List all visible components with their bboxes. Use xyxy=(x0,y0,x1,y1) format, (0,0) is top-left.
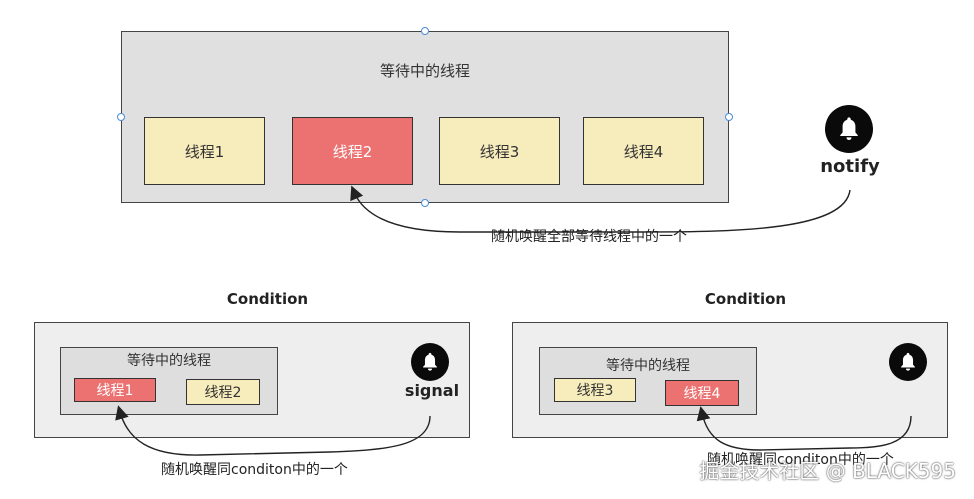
right-condition-heading: Condition xyxy=(704,290,787,308)
signal-label: signal xyxy=(404,381,460,400)
top-caption: 随机唤醒全部等待线程中的一个 xyxy=(487,226,691,246)
left-thread-2-box: 线程2 xyxy=(186,379,260,405)
watermark: 掘金技术社区 @ BLACK595 xyxy=(699,459,956,483)
left-waiting-threads-title: 等待中的线程 xyxy=(127,353,211,369)
selection-handle-right[interactable] xyxy=(725,113,733,121)
selection-handle-top[interactable] xyxy=(421,27,429,35)
right-thread-4-box: 线程4 xyxy=(665,380,739,406)
thread-1-box: 线程1 xyxy=(144,117,265,185)
left-condition-heading: Condition xyxy=(226,290,309,308)
right-waiting-threads-title: 等待中的线程 xyxy=(606,358,690,374)
left-thread-1-box: 线程1 xyxy=(74,378,156,402)
selection-handle-bottom[interactable] xyxy=(421,199,429,207)
thread-3-box: 线程3 xyxy=(439,117,560,185)
left-caption: 随机唤醒同conditon中的一个 xyxy=(158,459,351,479)
thread-2-box: 线程2 xyxy=(292,117,413,185)
right-caption: 随机唤醒同conditon中的一个 xyxy=(704,449,897,469)
selection-handle-left[interactable] xyxy=(117,113,125,121)
right-thread-3-box: 线程3 xyxy=(554,378,636,402)
bell-icon xyxy=(889,343,927,381)
thread-4-box: 线程4 xyxy=(583,117,704,185)
waiting-threads-title: 等待中的线程 xyxy=(379,62,470,80)
notify-label: notify xyxy=(820,156,880,177)
bell-icon xyxy=(825,105,873,153)
bell-icon xyxy=(411,343,449,381)
